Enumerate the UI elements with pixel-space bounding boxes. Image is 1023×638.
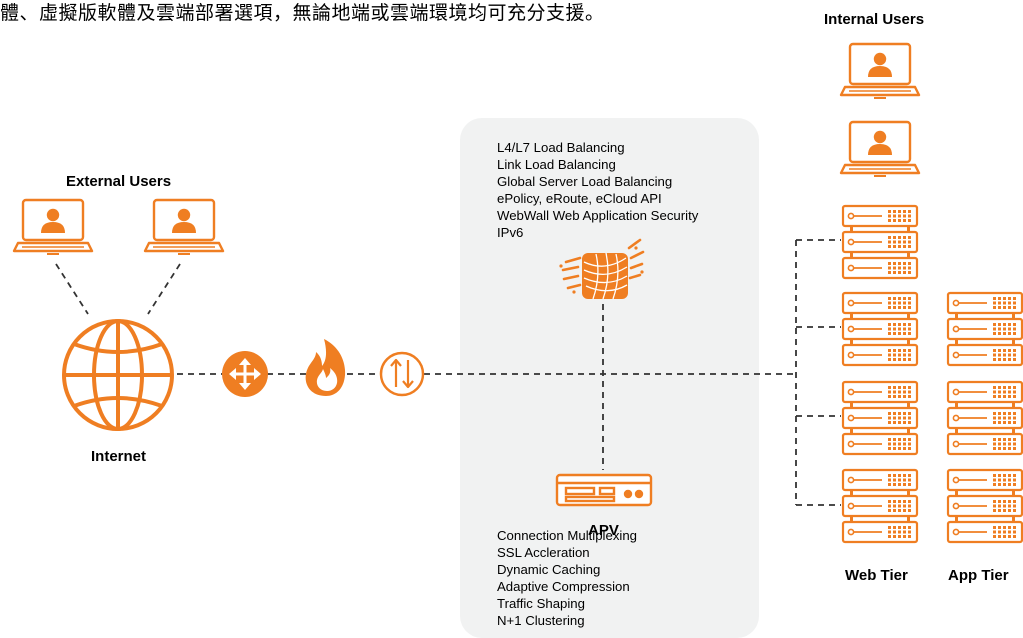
array-logo-icon [559,238,645,300]
web-tier-label: Web Tier [845,567,908,584]
globe-icon [62,319,174,431]
features-bottom-list: Connection Multiplexing SSL Accleration … [497,528,637,629]
web-server-rack-3 [843,382,917,454]
feature-item: L4/L7 Load Balancing [497,140,625,155]
app-server-rack-3 [948,470,1022,542]
feature-item: Adaptive Compression [497,578,630,594]
app-server-rack-1 [948,293,1022,365]
apv-label: APV [588,522,619,539]
external-users-label: External Users [66,173,172,190]
internal-user-1-laptop-icon [839,42,921,100]
external-user-2-laptop-icon [143,198,225,256]
firewall-icon [305,339,346,396]
feature-item: Global Server Load Balancing [497,173,673,189]
feature-item: Traffic Shaping [497,595,585,611]
header-text: 體、虛擬版軟體及雲端部署選項，無論地端或雲端環境均可充分支援。 [0,2,605,24]
appliance-icon [555,473,653,507]
internal-users-label: Internal Users [824,11,925,28]
switch-icon [379,351,425,397]
feature-item: IPv6 [497,224,524,240]
feature-item: ePolicy, eRoute, eCloud API [497,190,662,206]
app-server-rack-2 [948,382,1022,454]
feature-item: Dynamic Caching [497,561,601,577]
feature-item: WebWall Web Application Security [497,207,699,223]
feature-item: N+1 Clustering [497,612,585,628]
internal-user-2-laptop-icon [839,120,921,178]
web-server-rack-1 [843,206,917,278]
feature-item: SSL Accleration [497,544,590,560]
web-server-rack-2 [843,293,917,365]
app-tier-label: App Tier [948,567,1009,584]
web-server-rack-4 [843,470,917,542]
features-top-list: L4/L7 Load Balancing Link Load Balancing… [497,140,698,241]
feature-item: Link Load Balancing [497,156,616,172]
internet-label: Internet [91,448,147,465]
feature-item: Connection Multiplexing [497,528,638,543]
router-icon [222,351,268,397]
apv-panel [460,118,759,638]
external-user-1-laptop-icon [12,198,94,256]
